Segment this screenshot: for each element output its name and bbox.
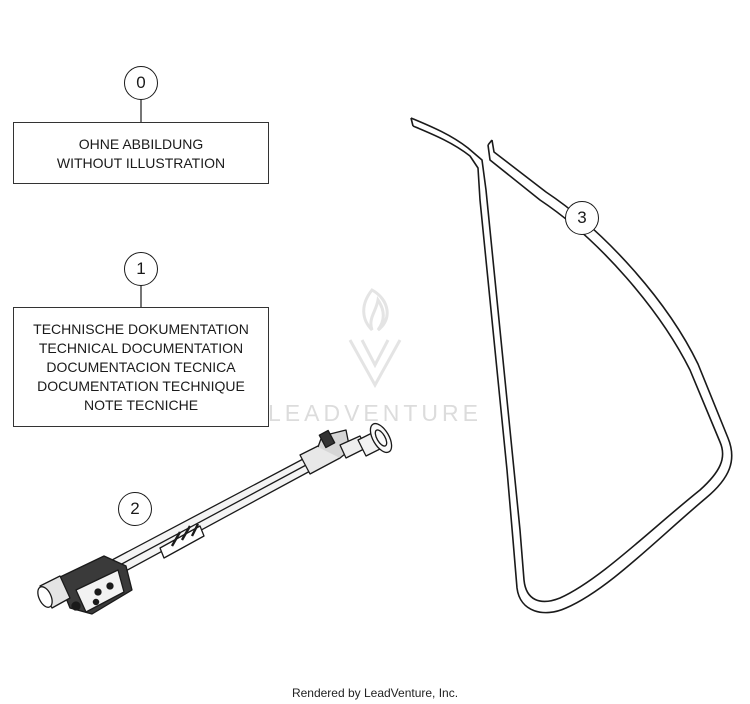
label-box-without-illustration: OHNE ABBILDUNG WITHOUT ILLUSTRATION: [13, 122, 269, 184]
footer-credit: Rendered by LeadVenture, Inc.: [291, 686, 459, 700]
label-line: WITHOUT ILLUSTRATION: [56, 155, 226, 171]
label-line: NOTE TECNICHE: [83, 397, 199, 413]
side-stand-drawing: [410, 117, 733, 614]
label-box-technical-documentation: TECHNISCHE DOKUMENTATION TECHNICAL DOCUM…: [13, 307, 269, 427]
callout-0: 0: [124, 66, 158, 100]
label-line: DOCUMENTACION TECNICA: [46, 359, 236, 375]
callout-2: 2: [118, 492, 152, 526]
watermark-logo: [348, 288, 402, 389]
callout-3: 3: [565, 201, 599, 235]
watermark-text: LEADVENTURE: [268, 400, 482, 426]
label-line: OHNE ABBILDUNG: [78, 136, 204, 152]
label-line: TECHNICAL DOCUMENTATION: [38, 340, 244, 356]
callout-1: 1: [124, 252, 158, 286]
pump-drawing: [37, 422, 393, 615]
label-line: TECHNISCHE DOKUMENTATION: [33, 321, 249, 337]
label-line: DOCUMENTATION TECHNIQUE: [37, 378, 245, 394]
